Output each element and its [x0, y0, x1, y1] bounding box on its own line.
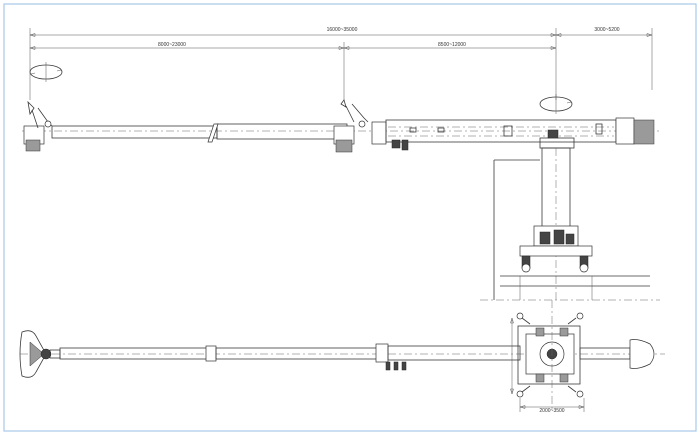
plan-boom-section-1 [59, 347, 211, 360]
plan-boom-section-3 [387, 345, 521, 361]
dim-left-span-label: 8000~23000 [158, 42, 186, 48]
plan-view: 2000~3500 [19, 300, 665, 414]
boom-section-1 [51, 125, 218, 139]
foundation [493, 159, 650, 300]
head-unit [371, 117, 655, 151]
left-end-carriage [23, 100, 53, 152]
plan-left-end [19, 330, 61, 378]
plan-counter-arm [579, 347, 631, 360]
side-elevation [22, 99, 660, 300]
plan-turntable [516, 300, 584, 410]
rotation-symbol-left [29, 62, 63, 82]
support-column [519, 147, 593, 300]
middle-joint [333, 99, 369, 153]
dim-overall-label: 16000~35000 [327, 27, 358, 33]
boom-section-2 [216, 123, 348, 140]
plan-boom-section-2 [215, 347, 379, 360]
dim-bottom-span-label: 2000~3500 [539, 408, 564, 414]
rotation-symbol-right [539, 94, 573, 114]
dim-right-span-label: 3000~5200 [594, 27, 619, 33]
dimension-lines: 16000~35000 8000~23000 8500~12000 3000~5… [29, 27, 653, 100]
dim-mid-span-label: 8500~12000 [438, 42, 466, 48]
border [3, 3, 697, 432]
